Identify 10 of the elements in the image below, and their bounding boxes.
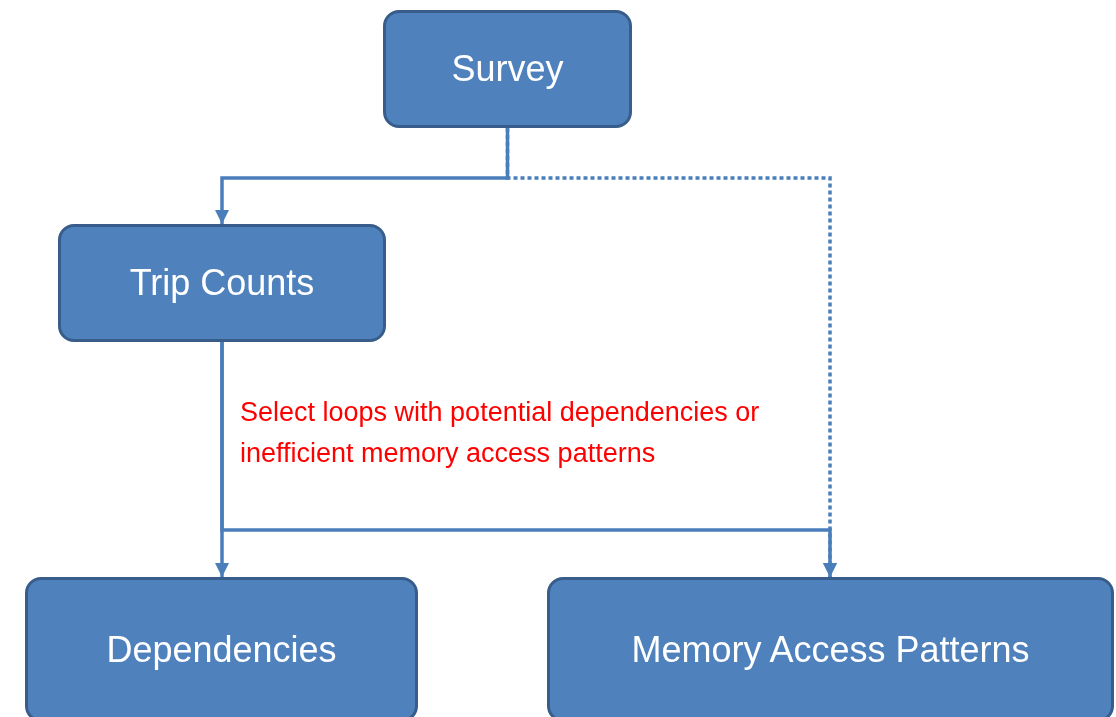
box-label: Dependencies [106, 628, 337, 671]
box-label: Memory Access Patterns [631, 628, 1030, 671]
box-label: Trip Counts [129, 262, 315, 304]
process-box [58, 224, 386, 342]
arrow [220, 342, 837, 577]
process-box [547, 577, 1114, 717]
box-label: Survey [451, 48, 564, 90]
note-text: Select loops with potential dependencies or inefficient memory access patterns [240, 396, 761, 470]
process-box [25, 577, 418, 717]
process-box [383, 10, 632, 128]
